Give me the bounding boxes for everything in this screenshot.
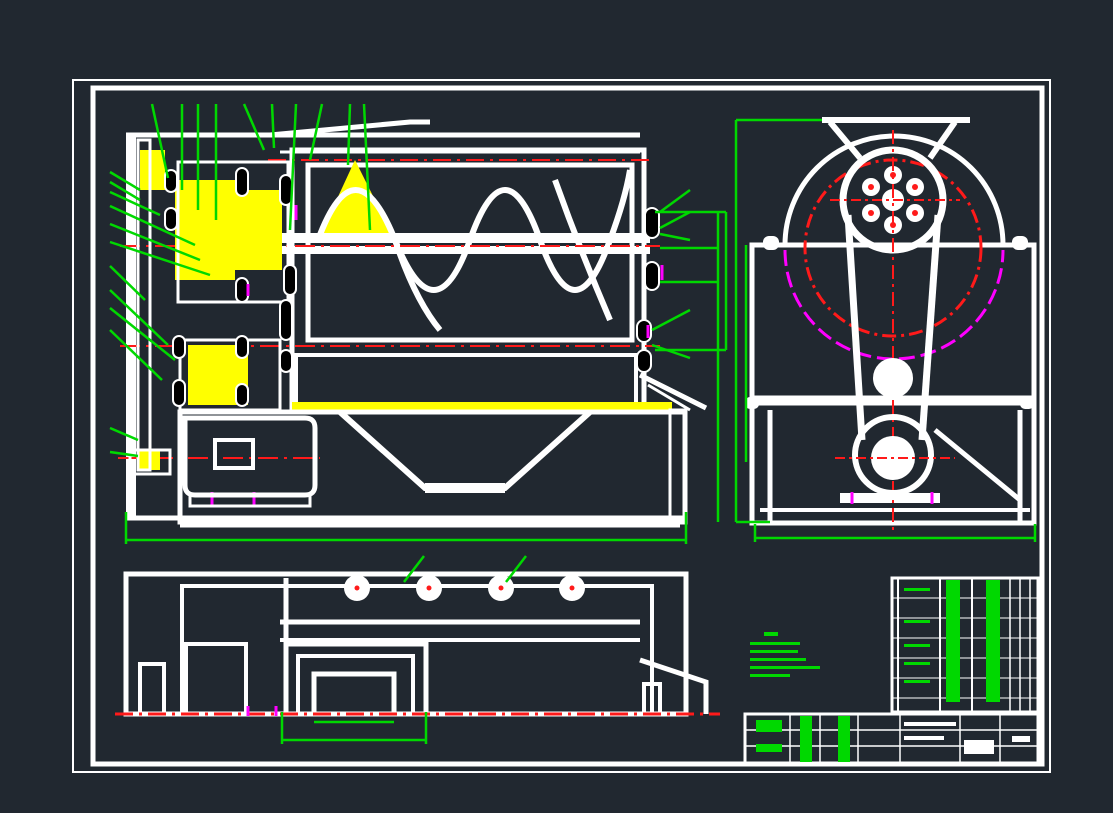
- dimension-lines-side: [734, 118, 1037, 542]
- dimension-lines-top: [280, 555, 527, 744]
- front-view: [109, 103, 728, 544]
- yellow-strip: [292, 402, 672, 410]
- inner-border: [90, 85, 1045, 767]
- left-frame-column: [126, 135, 136, 520]
- title-block: [743, 712, 1040, 766]
- top-view: [115, 555, 720, 744]
- side-view: [734, 117, 1037, 542]
- technical-notes: [750, 632, 820, 677]
- outer-border: [72, 79, 1051, 773]
- screw-flight-yellow: [318, 160, 395, 240]
- leader-lines: [109, 103, 691, 458]
- dimension-lines-front: [124, 210, 728, 544]
- parts-list: [890, 576, 1040, 714]
